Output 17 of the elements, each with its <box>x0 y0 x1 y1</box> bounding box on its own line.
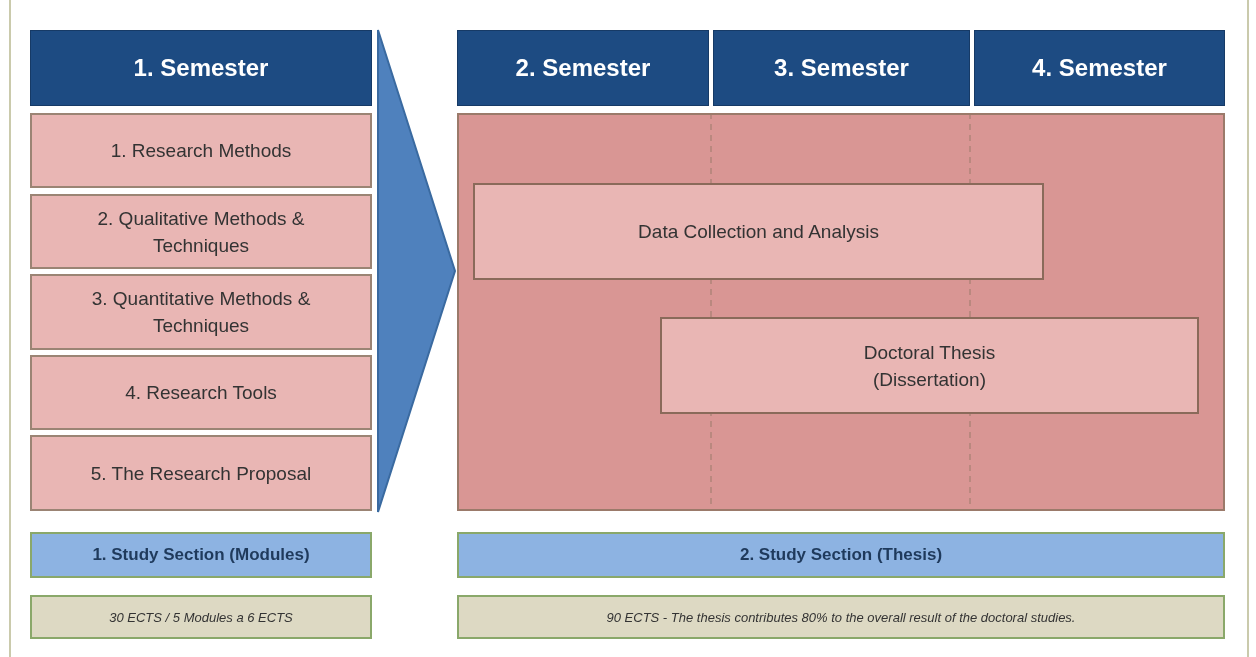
semester-header: 3. Semester <box>713 30 970 106</box>
credits-note-box: 30 ECTS / 5 Modules a 6 ECTS <box>30 595 372 639</box>
section-bar: 1. Study Section (Modules) <box>30 532 372 578</box>
module-box: 4. Research Tools <box>30 355 372 430</box>
module-box: 5. The Research Proposal <box>30 435 372 511</box>
phase-box: Data Collection and Analysis <box>473 183 1044 280</box>
section-bar: 2. Study Section (Thesis) <box>457 532 1225 578</box>
semester-header: 1. Semester <box>30 30 372 106</box>
credits-note-box: 90 ECTS - The thesis contributes 80% to the overall result of the doctoral studies. <box>457 595 1225 639</box>
semester-header: 2. Semester <box>457 30 709 106</box>
semester-header: 4. Semester <box>974 30 1225 106</box>
phase-box: Doctoral Thesis (Dissertation) <box>660 317 1199 414</box>
chevron-arrow <box>377 29 457 513</box>
thesis-panel <box>457 113 1225 511</box>
module-box: 3. Quantitative Methods & Techniques <box>30 274 372 350</box>
module-box: 2. Qualitative Methods & Techniques <box>30 194 372 269</box>
module-box: 1. Research Methods <box>30 113 372 188</box>
